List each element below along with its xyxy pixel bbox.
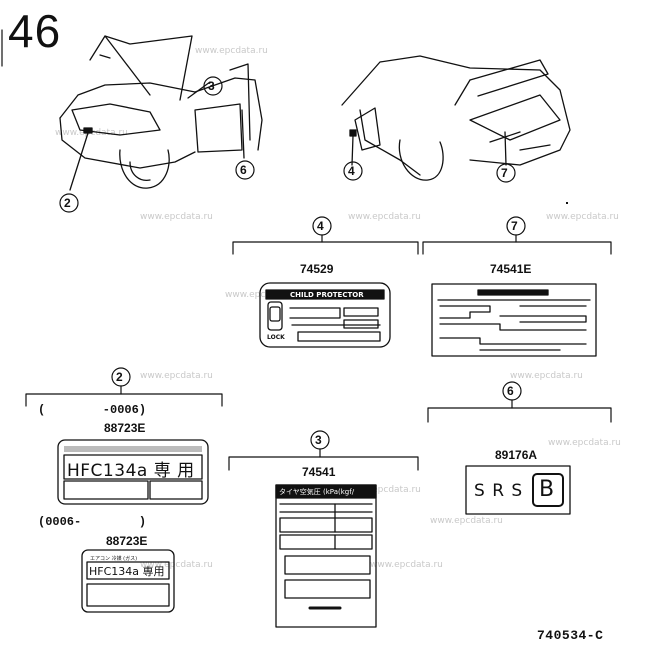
watermark: www.epcdata.ru (140, 371, 213, 381)
callout-4-label: 4 (317, 219, 324, 233)
drawing-code: 740534-C (537, 628, 604, 643)
watermark: www.epcdata.ru (348, 212, 421, 222)
callout-6-label: 6 (507, 384, 514, 398)
part-number-89176A: 89176A (495, 448, 538, 462)
callout-4: 4 (348, 164, 355, 178)
label-88723E-before-outline (57, 439, 209, 505)
srs-letter-b: B (539, 477, 555, 502)
page-number: 46 (8, 5, 62, 57)
child-protector-text: CHILD PROTECTOR (290, 291, 364, 299)
callout-3-label: 3 (315, 433, 322, 447)
date-range-after: (0006- ) (38, 515, 147, 529)
callout-2: 2 (64, 196, 71, 210)
brackets (25, 234, 612, 471)
front-car-sketch (59, 35, 263, 191)
watermark: www.epcdata.ru (430, 516, 503, 526)
watermark: www.epcdata.ru (348, 485, 421, 495)
part-number-74529: 74529 (300, 262, 334, 276)
callout-7-label: 7 (511, 219, 518, 233)
rear-car-sketch (341, 55, 571, 181)
srs-label-text: S R S (474, 481, 524, 501)
part-number-74541: 74541 (302, 465, 336, 479)
label-74541E-outline (431, 283, 597, 357)
tire-pressure-header-text: タイヤ空気圧 (kPa(kgf/ (279, 488, 355, 496)
watermark: www.epcdata.ru (225, 290, 298, 300)
date-range-before: ( -0006) (38, 403, 147, 417)
watermark: www.epcdata.ru (510, 371, 583, 381)
watermark: www.epcdata.ru (370, 560, 443, 570)
hfc134a-label-before-text: HFC134a 専 用 (67, 461, 195, 481)
callout-3: 3 (208, 79, 215, 93)
part-number-88723E-after: 88723E (106, 534, 148, 548)
watermark: www.epcdata.ru (548, 438, 621, 448)
watermark: www.epcdata.ru (140, 212, 213, 222)
label-89176A-outline (465, 465, 571, 515)
part-number-88723E-before: 88723E (104, 421, 146, 435)
callout-7: 7 (501, 166, 508, 180)
part-number-74541E: 74541E (490, 262, 532, 276)
callout-circles (59, 76, 526, 450)
watermark: www.epcdata.ru (546, 212, 619, 222)
small-header-after-text: エアコン 冷媒 (ガス) (90, 556, 138, 562)
hfc134a-label-after-text: HFC134a 専用 (89, 565, 165, 578)
callout-2-label: 2 (116, 370, 123, 384)
label-88723E-after-outline (81, 549, 175, 613)
label-74541-outline (275, 484, 377, 628)
label-74529-outline (259, 282, 391, 348)
watermark: www.epcdata.ru (140, 560, 213, 570)
callout-6: 6 (240, 163, 247, 177)
watermark: www.epcdata.ru (195, 46, 268, 56)
lock-mark-text: LOCK (267, 334, 285, 341)
